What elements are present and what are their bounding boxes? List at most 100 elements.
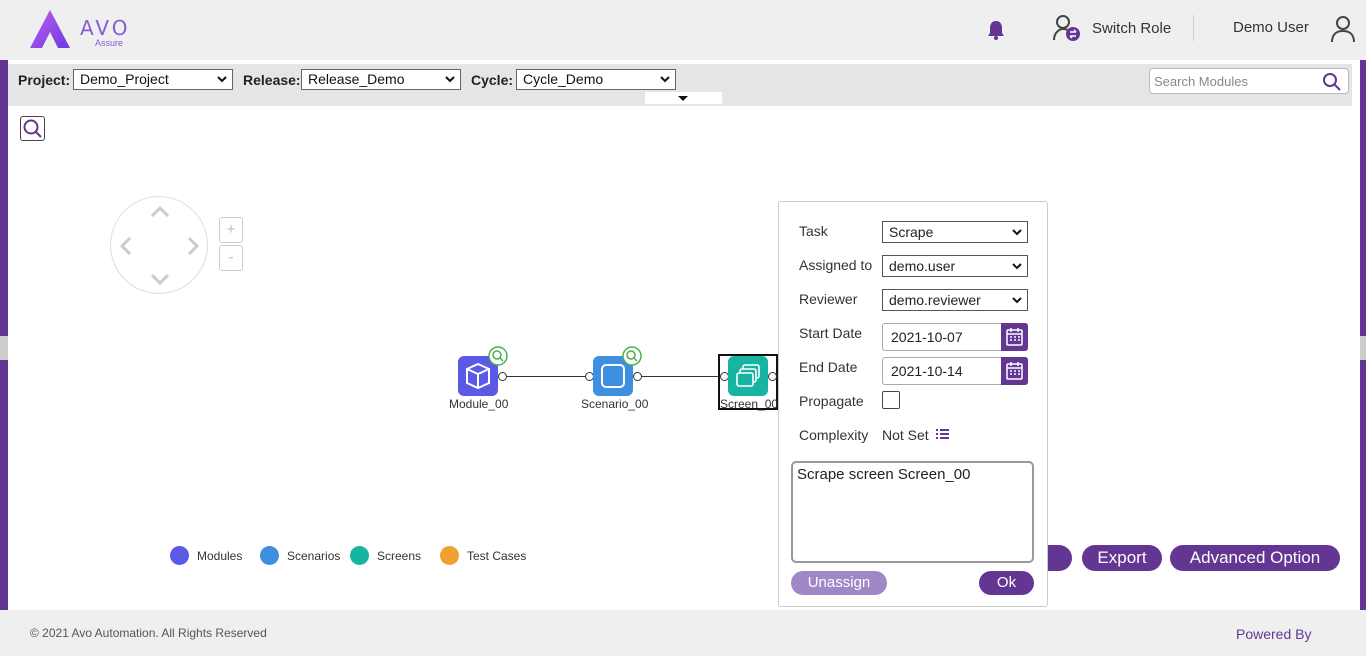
chevron-down-icon	[1012, 297, 1022, 304]
right-expand-handle[interactable]	[1360, 336, 1366, 360]
chevron-down-icon	[1012, 263, 1022, 270]
legend-item-scenarios: Scenarios	[260, 546, 340, 565]
calendar-icon[interactable]	[1001, 357, 1028, 385]
chevron-down-icon	[1012, 229, 1022, 236]
legend-label: Modules	[197, 548, 243, 563]
pan-arrows-icon[interactable]	[111, 197, 209, 295]
calendar-icon[interactable]	[1001, 323, 1028, 351]
search-modules-input[interactable]: Search Modules	[1149, 68, 1349, 94]
screen-node[interactable]	[728, 356, 768, 396]
end-date-input[interactable]: 2021-10-14	[882, 357, 1028, 385]
node-port[interactable]	[498, 372, 507, 381]
release-label: Release:	[243, 72, 301, 88]
canvas-search-button[interactable]	[20, 116, 45, 141]
chevron-down-icon	[445, 76, 455, 83]
chevron-down-icon	[217, 76, 227, 83]
pan-navigation-pad	[110, 196, 208, 294]
task-assignment-popup: Task Scrape Assigned to demo.user Review…	[778, 201, 1048, 607]
complexity-value: Not Set	[882, 427, 929, 443]
square-icon	[601, 364, 625, 388]
left-expand-handle[interactable]	[0, 336, 8, 360]
search-icon[interactable]	[1322, 72, 1342, 92]
assigned-to-select[interactable]: demo.user	[882, 255, 1028, 277]
start-date-value: 2021-10-07	[891, 329, 963, 345]
user-name[interactable]: Demo User	[1233, 19, 1309, 36]
zoom-in-button[interactable]: +	[219, 217, 243, 243]
reviewer-select[interactable]: demo.reviewer	[882, 289, 1028, 311]
scenario-node-label: Scenario_00	[581, 397, 649, 411]
screens-stack-icon	[736, 364, 760, 387]
switch-role-label: Switch Role	[1092, 19, 1172, 37]
task-select[interactable]: Scrape	[882, 221, 1028, 243]
search-icon	[23, 119, 42, 138]
task-label: Task	[799, 223, 828, 239]
legend-dot	[350, 546, 369, 565]
avo-logo-icon[interactable]	[28, 8, 138, 52]
app-footer: © 2021 Avo Automation. All Rights Reserv…	[0, 610, 1366, 656]
project-label: Project:	[18, 72, 71, 88]
switch-role-icon	[1053, 15, 1080, 41]
export-button[interactable]: Export	[1082, 545, 1162, 571]
node-port[interactable]	[768, 372, 777, 381]
search-placeholder: Search Modules	[1154, 74, 1248, 89]
connector-line	[507, 376, 587, 377]
legend-dot	[440, 546, 459, 565]
toolbar-collapse-toggle[interactable]	[645, 92, 722, 104]
start-date-label: Start Date	[799, 325, 863, 341]
zoom-out-button[interactable]: -	[219, 245, 243, 271]
header-divider	[1193, 15, 1194, 41]
module-node-label: Module_00	[449, 397, 509, 411]
cycle-select-value: Cycle_Demo	[523, 71, 604, 87]
legend-dot	[170, 546, 189, 565]
end-date-label: End Date	[799, 359, 858, 375]
zoom-badge-icon[interactable]	[488, 346, 508, 366]
advanced-option-button[interactable]: Advanced Option	[1170, 545, 1340, 571]
switch-role-button[interactable]: Switch Role	[1052, 14, 1171, 42]
user-profile-icon[interactable]	[1330, 15, 1356, 43]
complexity-label: Complexity	[799, 427, 869, 443]
reviewer-label: Reviewer	[799, 291, 858, 307]
release-select-value: Release_Demo	[308, 71, 405, 87]
node-port[interactable]	[633, 372, 642, 381]
copyright-text: © 2021 Avo Automation. All Rights Reserv…	[30, 626, 267, 640]
project-select[interactable]: Demo_Project	[73, 69, 233, 90]
logo-subtext: Assure	[95, 38, 124, 48]
legend-item-screens: Screens	[350, 546, 421, 565]
list-icon[interactable]	[935, 428, 950, 442]
ok-button[interactable]: Ok	[979, 571, 1034, 595]
selected-node-frame	[718, 354, 778, 410]
cycle-select[interactable]: Cycle_Demo	[516, 69, 676, 90]
legend-item-testcases: Test Cases	[440, 546, 526, 565]
chevron-down-icon	[660, 76, 670, 83]
cycle-label: Cycle:	[471, 72, 514, 88]
cube-icon	[466, 362, 490, 390]
start-date-input[interactable]: 2021-10-07	[882, 323, 1028, 351]
task-details-textarea[interactable]: Scrape screen Screen_00	[791, 461, 1034, 563]
legend-label: Test Cases	[467, 548, 527, 563]
release-select[interactable]: Release_Demo	[301, 69, 461, 90]
powered-by-text: Powered By	[1236, 626, 1312, 642]
filter-toolbar: Project: Demo_Project Release: Release_D…	[8, 64, 1352, 106]
zoom-badge-icon[interactable]	[622, 346, 642, 366]
connector-line	[642, 376, 720, 377]
legend-label: Scenarios	[287, 548, 341, 563]
reviewer-value: demo.reviewer	[889, 292, 981, 308]
assigned-to-label: Assigned to	[799, 257, 873, 273]
propagate-label: Propagate	[799, 393, 864, 409]
legend-label: Screens	[377, 548, 422, 563]
caret-down-icon	[678, 96, 688, 101]
task-select-value: Scrape	[889, 224, 934, 240]
project-select-value: Demo_Project	[80, 71, 169, 87]
logo-text: AVO	[80, 16, 131, 40]
legend-dot	[260, 546, 279, 565]
screen-node-label: Screen_00	[720, 397, 779, 411]
propagate-checkbox[interactable]	[882, 391, 900, 409]
end-date-value: 2021-10-14	[891, 363, 963, 379]
app-header: AVO Assure Switch Role Demo User	[0, 0, 1366, 60]
assigned-to-value: demo.user	[889, 258, 956, 274]
notification-bell-icon[interactable]	[984, 18, 1008, 42]
left-sidebar-strip	[0, 60, 8, 610]
unassign-button[interactable]: Unassign	[791, 571, 887, 595]
right-sidebar-strip	[1360, 60, 1366, 610]
legend-item-modules: Modules	[170, 546, 242, 565]
